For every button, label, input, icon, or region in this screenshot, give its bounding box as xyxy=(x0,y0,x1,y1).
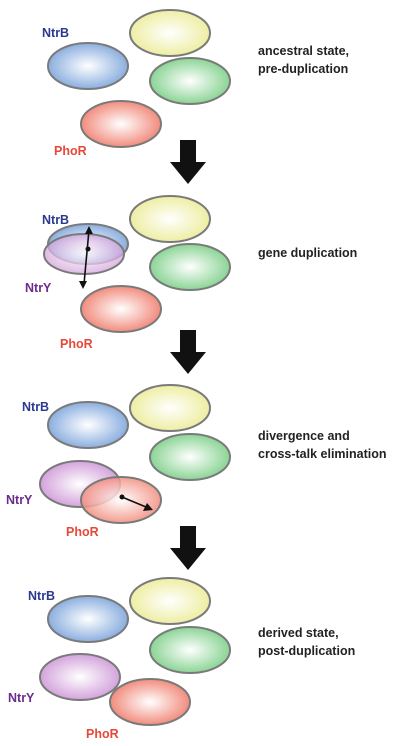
stage-1-text-line1: ancestral state, xyxy=(258,44,349,58)
ntrb-label: NtrB xyxy=(42,213,69,227)
yellow-protein xyxy=(129,9,211,57)
down-arrow-icon xyxy=(170,330,206,374)
stage-4-text-line1: derived state, xyxy=(258,626,339,640)
ntry-label: NtrY xyxy=(8,691,35,705)
stage-2-text-line1: gene duplication xyxy=(258,246,357,260)
ntrb-protein xyxy=(47,42,129,90)
ntrb-label: NtrB xyxy=(22,400,49,414)
ntrb-label: NtrB xyxy=(42,26,69,40)
ntrb-protein xyxy=(47,401,129,449)
phor-protein xyxy=(80,476,162,524)
yellow-protein xyxy=(129,195,211,243)
phor-protein xyxy=(109,678,191,726)
origin-dot xyxy=(119,494,125,500)
stage-3-panel: NtrB NtrY PhoR divergence and cross-talk… xyxy=(6,384,387,539)
phor-label: PhoR xyxy=(60,337,93,351)
stage-3-text-line1: divergence and xyxy=(258,429,350,443)
ntrb-label: NtrB xyxy=(28,589,55,603)
origin-dot xyxy=(85,246,91,252)
green-protein xyxy=(149,243,231,291)
yellow-protein xyxy=(129,384,211,432)
phor-label: PhoR xyxy=(86,727,119,741)
stage-3-text-line2: cross-talk elimination xyxy=(258,447,387,461)
phor-protein xyxy=(80,285,162,333)
phor-label: PhoR xyxy=(54,144,87,158)
divergence-arrow-shaft xyxy=(121,496,147,508)
arrow-right-icon xyxy=(143,503,153,511)
stage-4-text-line2: post-duplication xyxy=(258,644,355,658)
arrow-down-icon xyxy=(79,281,87,289)
yellow-protein xyxy=(129,577,211,625)
green-protein xyxy=(149,626,231,674)
stage-2-panel: NtrB NtrY PhoR gene duplication xyxy=(25,195,357,351)
phor-protein xyxy=(80,100,162,148)
divergence-arrow-shaft xyxy=(83,229,90,285)
stage-1-panel: NtrB PhoR ancestral state, pre-duplicati… xyxy=(42,9,349,158)
ntry-label: NtrY xyxy=(6,493,33,507)
stage-1-text-line2: pre-duplication xyxy=(258,62,348,76)
green-protein xyxy=(149,57,231,105)
phor-label: PhoR xyxy=(66,525,99,539)
green-protein xyxy=(149,433,231,481)
stage-4-panel: NtrB NtrY PhoR derived state, post-dupli… xyxy=(8,577,355,741)
arrow-up-icon xyxy=(85,226,93,234)
down-arrow-icon xyxy=(170,526,206,570)
ntry-label: NtrY xyxy=(25,281,52,295)
ntry-protein xyxy=(39,653,121,701)
ntrb-protein xyxy=(47,595,129,643)
ntry-protein xyxy=(43,233,125,275)
down-arrow-icon xyxy=(170,140,206,184)
